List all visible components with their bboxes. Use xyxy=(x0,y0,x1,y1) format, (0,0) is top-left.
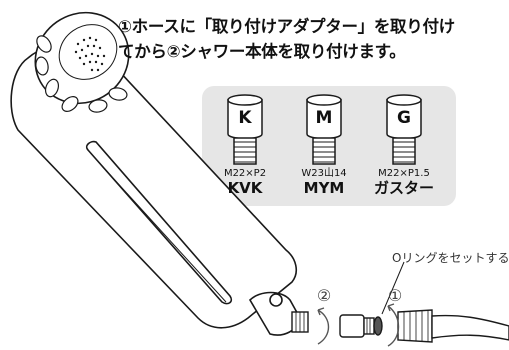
rotation-arrows xyxy=(317,303,400,347)
adapter-name-mym: MYM xyxy=(303,179,345,197)
adapter-letter-g: G xyxy=(397,108,411,128)
step-1-marker: ① xyxy=(387,286,403,305)
instruction-text: ①ホースに「取り付けアダプター」を取り付け てから②シャワー本体を取り付けます。 xyxy=(118,14,508,64)
adapter-letter-k: K xyxy=(238,108,252,128)
adapter-name-gaster: ガスター xyxy=(373,179,434,197)
adapter-spec-kvk: M22×P2 xyxy=(223,168,267,179)
step-2-marker: ② xyxy=(316,286,332,305)
adapter-spec-mym: W23山14 xyxy=(301,168,347,179)
adapter-name-kvk: KVK xyxy=(227,179,263,197)
instruction-line-2: てから②シャワー本体を取り付けます。 xyxy=(118,42,406,61)
adapter-letter-m: M xyxy=(315,108,333,128)
adapter-spec-gaster: M22×P1.5 xyxy=(378,168,430,179)
oring-pointer-line xyxy=(381,261,405,315)
shower-face xyxy=(34,11,130,113)
shower-head-body xyxy=(10,44,301,336)
oring-label: Oリングをセットする xyxy=(392,251,509,265)
instruction-line-1: ①ホースに「取り付けアダプター」を取り付け xyxy=(118,17,455,36)
adapter-icons xyxy=(227,94,422,165)
connector-parts xyxy=(291,309,509,343)
